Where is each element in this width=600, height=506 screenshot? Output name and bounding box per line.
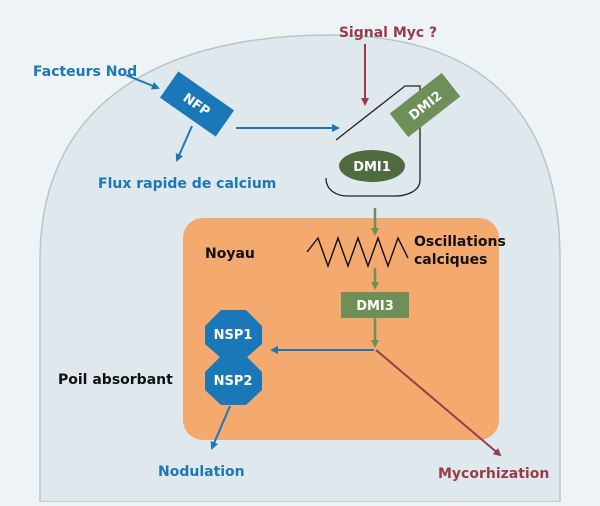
oscillations-label-line1: Oscillations — [414, 234, 506, 250]
oscillations-label-line2: calciques — [414, 252, 487, 268]
membrane-bracket — [325, 85, 421, 197]
dmi3-label: DMI3 — [356, 299, 394, 314]
branch-to-mycorhization-arrow — [375, 349, 502, 457]
nfp-to-flux-arrow — [175, 125, 193, 162]
nsp2-octagon — [205, 356, 262, 405]
poil-absorbant-label: Poil absorbant — [58, 372, 173, 388]
nfp-receptor: NFP — [159, 71, 235, 137]
nsp-to-nodulation-arrow — [210, 405, 231, 450]
dmi3-box — [341, 292, 409, 318]
noyau-label: Noyau — [205, 246, 255, 262]
nsp2-label: NSP2 — [214, 374, 253, 389]
signal-myc-label: Signal Myc ? — [339, 25, 437, 41]
flux-calcium-label: Flux rapide de calcium — [98, 176, 276, 192]
nod-to-nfp-arrow — [125, 74, 160, 90]
mycorhization-label: Mycorhization — [438, 466, 549, 482]
nodulation-label: Nodulation — [158, 464, 245, 480]
facteurs-nod-label: Facteurs Nod — [33, 64, 137, 80]
calcium-oscillation-wave — [306, 235, 409, 269]
dmi1-ellipse — [339, 150, 405, 182]
nsp1-octagon — [205, 310, 262, 358]
dmi1-label: DMI1 — [353, 160, 391, 175]
nsp1-label: NSP1 — [214, 328, 253, 343]
